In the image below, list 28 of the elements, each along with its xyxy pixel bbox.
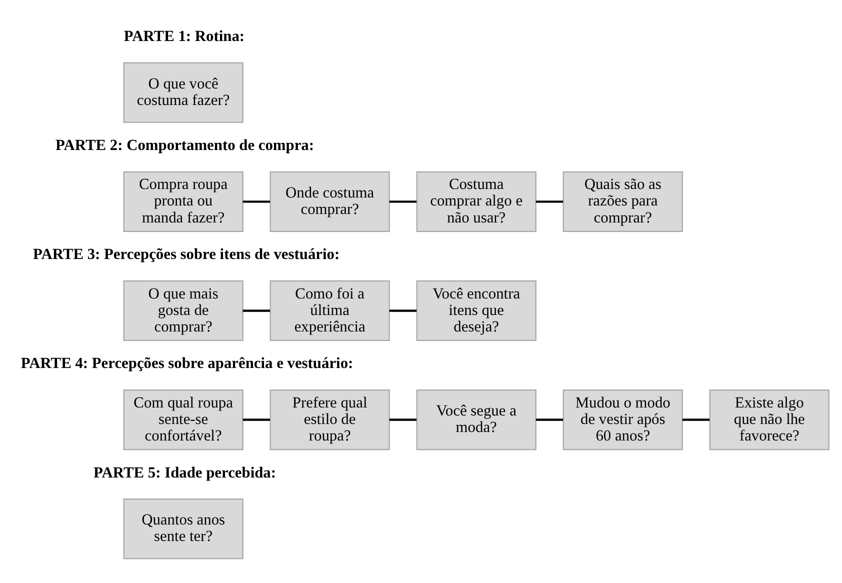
label: PARTE 2: Comportamento de compra: [56,136,314,154]
connector [389,418,417,420]
node-box: Costuma comprar algo e não usar? [416,170,536,232]
node-box: Como foi a última experiência [270,280,390,341]
connector [242,200,270,202]
node-box: Quantos anos sente ter? [123,498,244,559]
label: PARTE 5: Idade percebida: [94,464,276,481]
node-box: Compra roupa pronta ou manda fazer? [123,170,244,232]
connector [682,418,710,420]
connector [242,309,270,312]
label: PARTE 4: Percepções sobre aparência e vestuário: [20,354,354,372]
node-box: O que você costuma fazer? [123,62,244,122]
label: PARTE 1: Rotina: [124,28,245,45]
node-box: Você segue a moda? [416,389,536,450]
connector [536,200,564,202]
node-box: Você encontra itens que deseja? [416,280,536,341]
node-box: Existe algo que não lhe favorece? [709,389,830,450]
connector [389,309,417,312]
node-box: Com qual roupa sente-se confortável? [123,389,244,450]
node-box: Prefere qual estilo de roupa? [270,389,390,450]
node-box: Quais são as razões para comprar? [562,170,683,232]
node-box: Onde costuma comprar? [270,170,390,232]
node-box: O que mais gosta de comprar? [123,280,244,341]
node-box: Mudou o modo de vestir após 60 anos? [562,389,683,450]
connector [389,200,417,202]
connector [242,418,270,420]
connector [536,418,564,420]
label: PARTE 3: Percepções sobre itens de vestuário: [32,246,340,263]
